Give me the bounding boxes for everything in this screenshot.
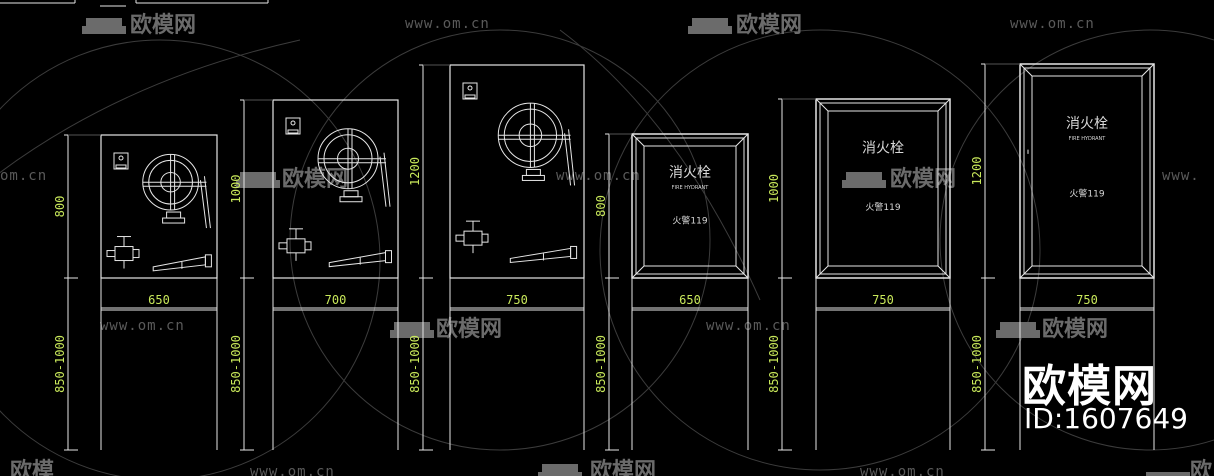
watermark-url: www.om.cn xyxy=(250,464,335,476)
brand-title: 欧模网 xyxy=(1022,361,1157,412)
emergency-phone: 火警119 xyxy=(1069,188,1104,200)
dimension-label: 1200 xyxy=(408,157,422,186)
hydrant-label: 消火栓 xyxy=(1066,116,1108,132)
dimension-label: 850-1000 xyxy=(970,335,984,393)
width-label: 650 xyxy=(679,293,701,307)
watermark-sofa-icons xyxy=(82,18,1190,476)
watermark-url: www. xyxy=(1162,168,1200,184)
watermark-logo: 欧模网 xyxy=(436,316,502,342)
watermark-logo: 欧模网 xyxy=(890,166,956,192)
dimension-label: 800 xyxy=(53,196,67,218)
watermark-logo: 欧模网 xyxy=(590,458,656,476)
watermark-logo: 欧模网 xyxy=(1042,316,1108,342)
width-label: 750 xyxy=(1076,293,1098,307)
hydrant-label: 消火栓 xyxy=(669,165,711,181)
watermark-logo: 欧模网 xyxy=(130,12,196,38)
dimension-label: 850-1000 xyxy=(594,335,608,393)
watermarks: www.om.cn www.om.cn om.cn www.om.cn www.… xyxy=(0,12,1212,476)
hydrant-cabinet: 消火栓 FIRE HYDRANT 火警119 650 800 850-1000 xyxy=(594,133,749,451)
dimension-label: 850-1000 xyxy=(229,335,243,393)
width-label: 650 xyxy=(148,293,170,307)
watermark-logo: 欧 xyxy=(1190,458,1212,476)
dimension-label: 1200 xyxy=(970,157,984,186)
hydrant-label: 消火栓 xyxy=(862,141,904,157)
hydrant-cabinet: 650 800 850-1000 xyxy=(53,134,218,451)
dimension-label: 850-1000 xyxy=(767,335,781,393)
watermark-url: www.om.cn xyxy=(1010,16,1095,32)
watermark-url: www.om.cn xyxy=(405,16,490,32)
watermark-url: om.cn xyxy=(0,168,47,184)
width-label: 750 xyxy=(872,293,894,307)
hydrant-cabinet: 700 1000 850-1000 xyxy=(229,99,399,451)
dimension-label: 1000 xyxy=(767,174,781,203)
hydrant-cabinet: 消火栓 FIRE HYDRANT 火警119 750 1200 850-1000 xyxy=(970,63,1155,451)
width-label: 700 xyxy=(325,293,347,307)
emergency-phone: 火警119 xyxy=(865,201,900,213)
hose-nozzle xyxy=(152,256,206,272)
top-partial-boxes xyxy=(0,0,269,7)
watermark-logo: 欧模网 xyxy=(736,12,802,38)
watermark-url: www.om.cn xyxy=(556,168,641,184)
watermark-logo: 欧模 xyxy=(10,458,55,476)
cabinets-layer: 650 800 850-1000 700 1000 850-1000 750 1200 850-… xyxy=(53,63,1155,451)
watermark-logo: 欧模网 xyxy=(282,166,348,192)
width-label: 750 xyxy=(506,293,528,307)
hose-nozzle xyxy=(328,252,386,268)
hose-nozzle xyxy=(509,247,572,263)
watermark-url: www.om.cn xyxy=(860,464,945,476)
watermark-arcs xyxy=(0,29,1214,476)
dimension-label: 850-1000 xyxy=(408,335,422,393)
hydrant-sublabel: FIRE HYDRANT xyxy=(1069,136,1107,142)
brand-id: ID:1607649 xyxy=(1024,402,1188,435)
emergency-phone: 火警119 xyxy=(672,214,707,226)
dimension-label: 1000 xyxy=(229,175,243,204)
dimension-label: 850-1000 xyxy=(53,335,67,393)
hydrant-sublabel: FIRE HYDRANT xyxy=(672,185,710,191)
watermark-url: www.om.cn xyxy=(100,318,185,334)
dimension-label: 800 xyxy=(594,195,608,217)
hydrant-cabinet: 750 1200 850-1000 xyxy=(408,64,585,451)
